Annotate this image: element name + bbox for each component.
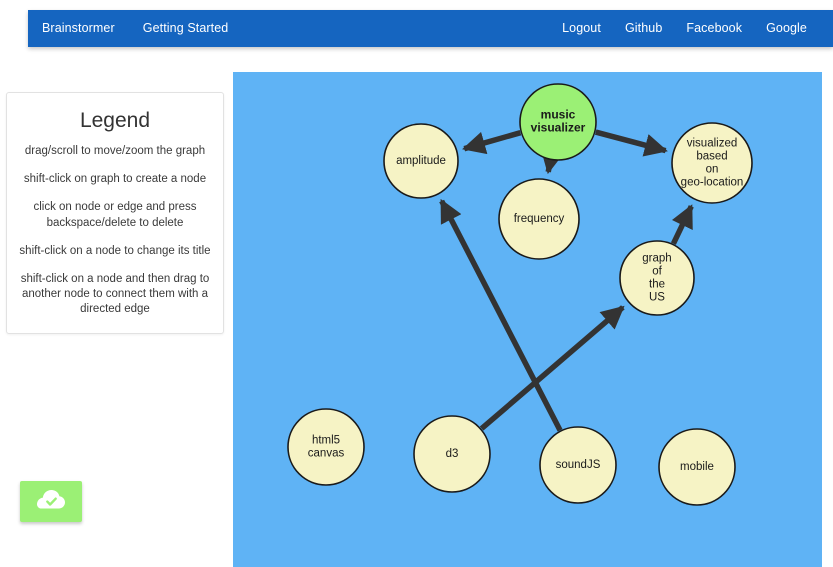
graph-node-circle-d3[interactable] — [413, 415, 491, 493]
graph-node-d3[interactable]: d3 — [413, 415, 491, 493]
top-navbar: Brainstormer Getting Started Logout Gith… — [28, 10, 833, 47]
legend-panel: Legend drag/scroll to move/zoom the grap… — [6, 92, 224, 335]
legend-line-connect-edge: shift-click on a node and then drag to a… — [20, 272, 210, 316]
legend-title: Legend — [79, 109, 151, 132]
navbar-left-group: Brainstormer Getting Started — [42, 10, 240, 47]
graph-node-circle-mobile[interactable] — [658, 428, 736, 506]
legend-line-drag-scroll: drag/scroll to move/zoom the graph — [24, 145, 206, 158]
legend-line-create-node: shift-click on graph to create a node — [23, 173, 207, 186]
graph-node-circle-music-visualizer[interactable] — [519, 83, 597, 161]
graph-edge-music-visualizer-to-frequency[interactable] — [540, 149, 564, 175]
graph-edge-graph-of-the-us-to-visualized-geo[interactable] — [670, 204, 694, 245]
save-to-cloud-button[interactable] — [20, 481, 82, 522]
graph-node-amplitude[interactable]: amplitude — [383, 123, 459, 199]
graph-node-circle-visualized-geo[interactable] — [671, 122, 753, 204]
nav-item-logout[interactable]: Logout — [562, 21, 601, 35]
graph-node-soundjs[interactable]: soundJS — [539, 426, 617, 504]
graph-node-circle-html5-canvas[interactable] — [287, 408, 365, 486]
graph-edge-d3-to-graph-of-the-us[interactable] — [479, 305, 625, 431]
graph-edge-music-visualizer-to-visualized-geo[interactable] — [594, 129, 668, 157]
graph-node-mobile[interactable]: mobile — [658, 428, 736, 506]
navbar-right-group: Logout Github Facebook Google — [550, 10, 819, 47]
legend-line-change-title: shift-click on a node to change its titl… — [19, 244, 211, 257]
graph-edge-music-visualizer-to-amplitude[interactable] — [462, 130, 522, 155]
graph-node-frequency[interactable]: frequency — [498, 178, 580, 260]
nav-brand-brainstormer[interactable]: Brainstormer — [42, 21, 115, 35]
nav-item-getting-started[interactable]: Getting Started — [142, 21, 229, 35]
graph-node-circle-soundjs[interactable] — [539, 426, 617, 504]
graph-node-circle-frequency[interactable] — [498, 178, 580, 260]
graph-node-circle-amplitude[interactable] — [383, 123, 459, 199]
graph-node-circle-graph-of-the-us[interactable] — [619, 240, 695, 316]
graph-edge-soundjs-to-amplitude[interactable] — [439, 198, 563, 432]
graph-edges-layer — [439, 129, 694, 432]
nav-item-facebook[interactable]: Facebook — [686, 21, 743, 35]
nav-item-github[interactable]: Github — [624, 21, 663, 35]
legend-line-delete: click on node or edge and press backspac… — [33, 201, 197, 229]
cloud-check-icon — [36, 489, 66, 514]
nav-item-google[interactable]: Google — [766, 21, 807, 35]
